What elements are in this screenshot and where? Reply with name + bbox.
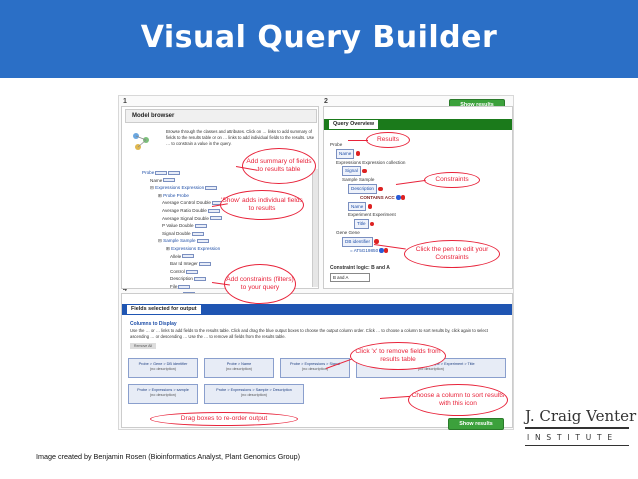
tree-item[interactable]: Average Signal Double bbox=[142, 215, 292, 223]
show-results-button-bottom[interactable]: Show results bbox=[448, 418, 504, 430]
summary-link-icon[interactable] bbox=[205, 185, 218, 190]
model-browser-panel: Model browser Browse through the classes… bbox=[121, 106, 319, 304]
tree-item[interactable]: Control bbox=[142, 268, 292, 276]
output-column-box[interactable]: Probe > Expressions > sample(no descript… bbox=[128, 384, 198, 404]
logo-name: J. Craig Venter bbox=[525, 407, 637, 425]
qo-line: Description bbox=[330, 183, 405, 194]
annotation-add-summary: Add summary of fields to results table bbox=[242, 148, 316, 184]
fields-output-title: Fields selected for output bbox=[127, 305, 201, 314]
jcvi-logo: J. Craig Venter INSTITUTE bbox=[521, 405, 636, 471]
fields-output-panel: Fields selected for output Columns to Di… bbox=[121, 293, 513, 428]
qo-line: Title bbox=[330, 219, 405, 229]
tree-item[interactable]: Probe bbox=[142, 169, 292, 177]
remove-all-button[interactable]: Remove All bbox=[130, 343, 156, 349]
tree-item[interactable]: Description bbox=[142, 275, 292, 283]
constraint-logic-input[interactable]: B and A bbox=[330, 273, 370, 282]
annotation-constraints: Constraints bbox=[424, 172, 480, 188]
tree-item[interactable]: ⊟ Expressions Expression bbox=[142, 184, 292, 192]
show-link-icon[interactable] bbox=[178, 284, 191, 289]
tree-icon bbox=[133, 133, 149, 150]
constraint-logic-label: Constraint logic: B and A bbox=[330, 265, 390, 271]
summary-link-icon[interactable] bbox=[196, 239, 209, 244]
qo-line: CONTAINS ACC bbox=[330, 194, 405, 202]
tree-item[interactable]: ⊞ Probe Probe bbox=[158, 192, 189, 198]
query-overview-bar bbox=[324, 119, 512, 130]
tree-item[interactable]: P Value Double bbox=[142, 222, 292, 230]
qo-line: Signal bbox=[330, 166, 405, 177]
output-column-box[interactable]: Probe > Expressions > Sample > Descripti… bbox=[204, 384, 304, 404]
tree-item[interactable]: Allele bbox=[142, 253, 292, 261]
remove-icon[interactable] bbox=[383, 248, 389, 253]
qo-line: Expressions Expression collection bbox=[336, 159, 406, 165]
remove-icon[interactable] bbox=[367, 204, 373, 209]
remove-icon[interactable] bbox=[400, 195, 405, 200]
annotation-click-pen: Click the pen to edit your Constraints bbox=[404, 240, 500, 268]
output-column-box[interactable]: Probe > Expressions > Signal(no descript… bbox=[280, 358, 350, 378]
edit-pen-icon[interactable] bbox=[379, 248, 384, 253]
annotation-results: Results bbox=[366, 132, 410, 148]
tree-item[interactable]: ⊟ Sample Sample bbox=[142, 237, 292, 245]
show-link-icon[interactable] bbox=[163, 178, 176, 183]
output-column-box[interactable]: Probe > Gene > DB identifier(no descript… bbox=[128, 358, 198, 378]
show-link-icon[interactable] bbox=[185, 269, 198, 274]
remove-icon[interactable] bbox=[369, 221, 375, 227]
show-link-icon[interactable] bbox=[168, 170, 181, 175]
tree-item[interactable]: Signal Double bbox=[142, 230, 292, 238]
slide-header: Visual Query Builder bbox=[0, 0, 638, 78]
show-link-icon[interactable] bbox=[182, 254, 195, 259]
summary-link-icon[interactable] bbox=[155, 170, 168, 175]
show-link-icon[interactable] bbox=[198, 261, 211, 266]
tree-scrollbar[interactable] bbox=[312, 169, 318, 287]
panel-number: 2 bbox=[324, 98, 328, 105]
qo-line: Gene Gene bbox=[336, 229, 360, 235]
logo-institute: INSTITUTE bbox=[527, 433, 618, 442]
remove-icon[interactable] bbox=[374, 239, 379, 244]
tree-item[interactable]: Name bbox=[142, 177, 292, 185]
tree-item[interactable]: Bar Id Integer bbox=[142, 260, 292, 268]
show-link-icon[interactable] bbox=[193, 277, 206, 282]
tree-item[interactable]: Average Ratio Double bbox=[142, 207, 292, 215]
annotation-add-constraints: Add constraints (filters) to your query bbox=[224, 264, 296, 304]
show-link-icon[interactable] bbox=[194, 223, 207, 228]
panel-number: 1 bbox=[123, 98, 127, 105]
qo-line: DB identifier bbox=[330, 236, 405, 247]
model-browser-title: Model browser bbox=[125, 109, 317, 123]
image-credit: Image created by Benjamin Rosen (Bioinfo… bbox=[36, 452, 301, 461]
qo-line: Sample Sample bbox=[342, 177, 375, 183]
output-column-box[interactable]: Probe > Name(no description) bbox=[204, 358, 274, 378]
panel-number: 4 bbox=[123, 286, 127, 293]
qo-line: Name bbox=[330, 148, 405, 159]
remove-icon[interactable] bbox=[378, 186, 383, 192]
tree-item[interactable]: ⊞ Expressions Expression bbox=[166, 245, 221, 251]
query-overview-tree: Probe Name Expressions Expression collec… bbox=[330, 141, 405, 254]
qo-line: = AT5G19850 bbox=[330, 247, 405, 255]
annotation-choose-column: Choose a column to sort results with thi… bbox=[408, 384, 508, 416]
annotation-drag-boxes: Drag boxes to re-order output bbox=[150, 412, 298, 426]
remove-icon[interactable] bbox=[355, 151, 361, 156]
columns-heading: Columns to Display bbox=[130, 321, 177, 327]
annotation-pointer bbox=[348, 140, 368, 142]
qo-line: Probe bbox=[330, 142, 343, 147]
logo-rule bbox=[525, 445, 629, 446]
show-link-icon[interactable] bbox=[191, 231, 204, 236]
model-browser-info: Browse through the classes and attribute… bbox=[166, 129, 315, 146]
slide-title: Visual Query Builder bbox=[140, 20, 498, 55]
columns-description: Use the … or … links to add fields to th… bbox=[130, 328, 488, 339]
edit-pen-icon[interactable] bbox=[396, 195, 401, 200]
tree-item[interactable]: File bbox=[142, 283, 292, 291]
show-link-icon[interactable] bbox=[207, 208, 220, 213]
qo-line: Name bbox=[330, 201, 405, 212]
annotation-click-x: Click 'x' to remove fields from results … bbox=[350, 342, 446, 370]
annotation-show-adds: 'Show' adds individual fields to results bbox=[220, 190, 304, 220]
fields-output-bar bbox=[122, 304, 512, 315]
logo-rule bbox=[525, 427, 629, 429]
model-tree: Probe Name ⊟ Expressions Expression ⊞ Pr… bbox=[142, 169, 292, 306]
qo-line: Experiment Experiment bbox=[348, 212, 396, 218]
query-overview-title: Query Overview bbox=[329, 120, 379, 129]
show-link-icon[interactable] bbox=[209, 216, 222, 221]
remove-icon[interactable] bbox=[362, 168, 367, 174]
